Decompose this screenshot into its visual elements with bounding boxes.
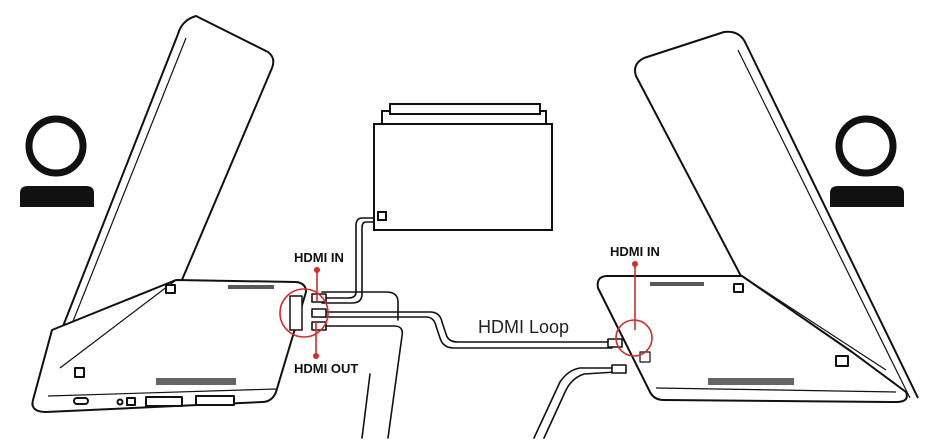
hdmi-loop-label: HDMI Loop [478,317,569,337]
user-icon-left [20,115,94,207]
user-icon-right [830,115,904,207]
hdmi-in-right-label: HDMI IN [610,244,660,259]
monitor-left-icon [31,15,307,413]
hdmi-out-left-label: HDMI OUT [294,361,358,376]
monitor-right-icon [596,30,919,403]
source-device-icon [373,103,553,231]
hdmi-in-left-label: HDMI IN [294,250,344,265]
port-highlights [279,261,653,359]
hdmi-cables [311,217,627,439]
